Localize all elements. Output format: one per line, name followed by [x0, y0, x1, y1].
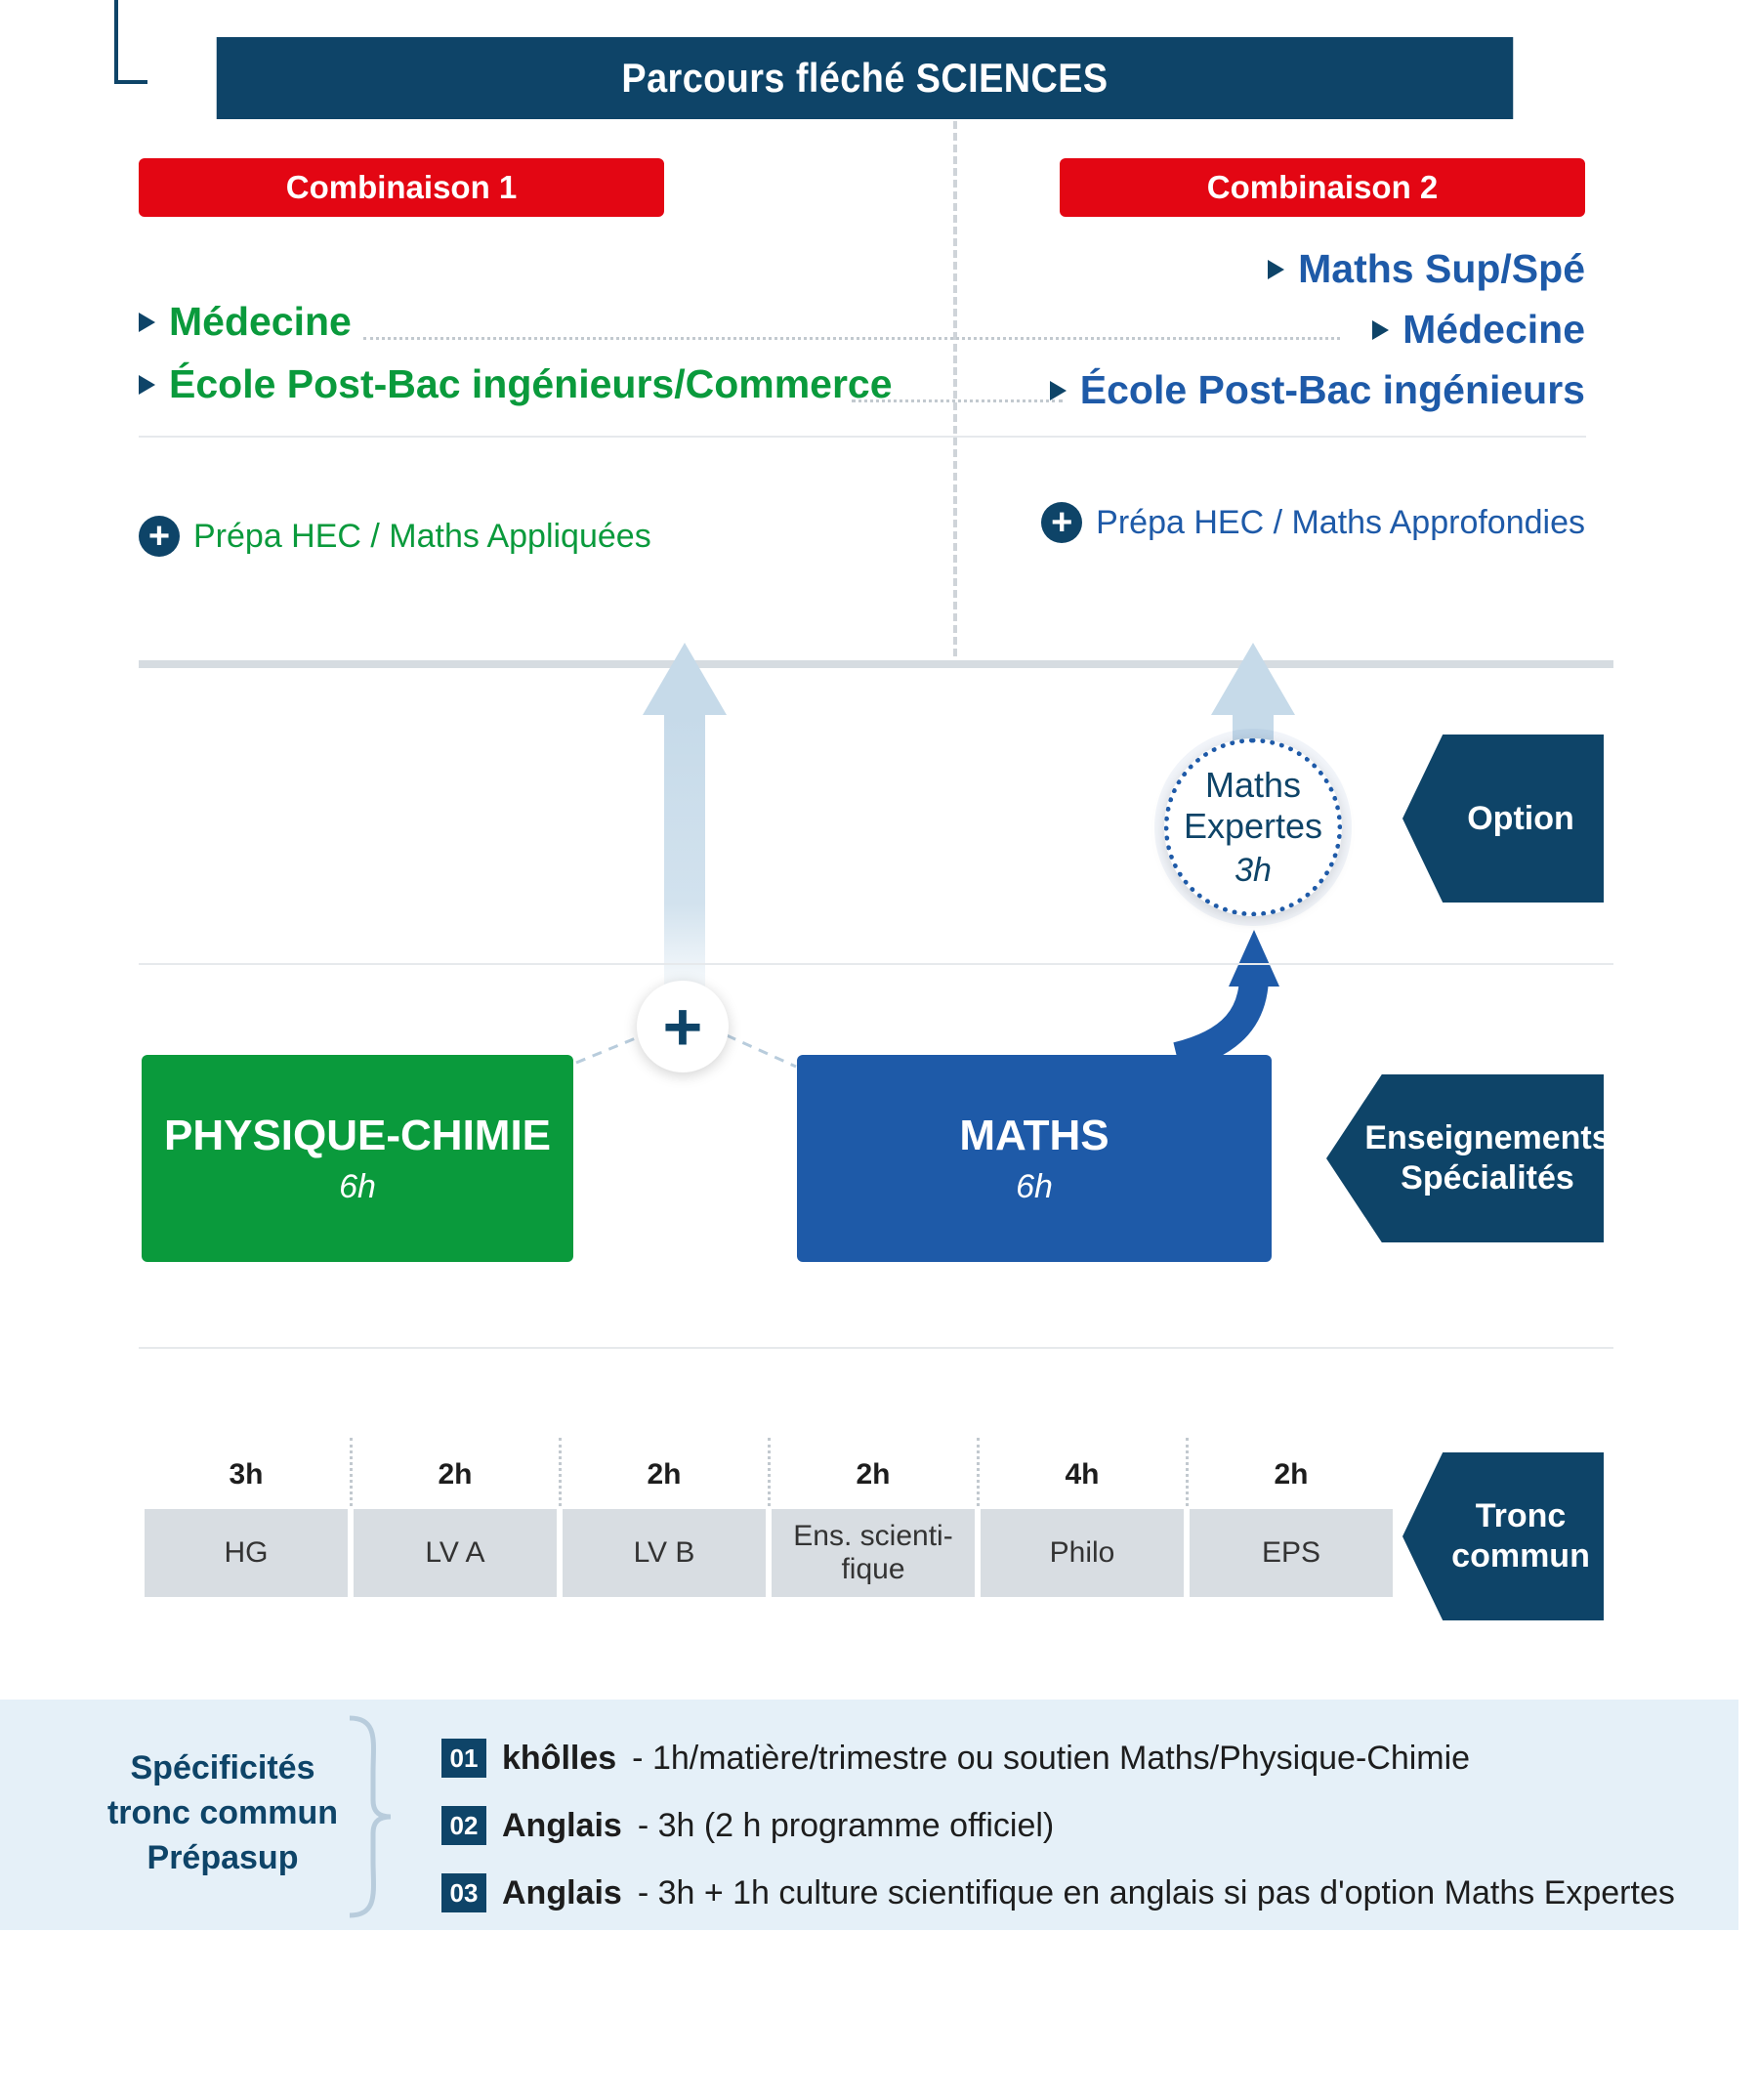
column-separator [1186, 1438, 1189, 1506]
prepa-hec-appliquees: + Prépa HEC / Maths Appliquées [139, 516, 651, 557]
plus-icon: + [637, 981, 729, 1072]
tag-tronc-line2: commun [1451, 1537, 1590, 1575]
column-separator [350, 1438, 353, 1506]
speciality-physique-chimie: PHYSIQUE-CHIMIE 6h [142, 1055, 573, 1262]
column-separator [977, 1438, 980, 1506]
option-name-line1: Maths [1204, 765, 1302, 806]
speciality-hours: 6h [339, 1167, 376, 1205]
option-separator [139, 963, 1613, 965]
hours-eps: 2h [1274, 1458, 1309, 1491]
option-name-line2: Expertes [1183, 805, 1323, 846]
corner-bracket [114, 0, 147, 84]
arrow-bullet-icon [1268, 259, 1285, 279]
destination-ecole-ingenieurs: École Post-Bac ingénieurs [1049, 367, 1585, 413]
specificites-title: Spécificités tronc commun Prépasup [98, 1746, 348, 1881]
item-number: 02 [441, 1806, 486, 1845]
item-text: - 3h + 1h culture scientifique en anglai… [637, 1873, 1675, 1911]
specificites-band [0, 1700, 1738, 1930]
speciality-hours: 6h [1016, 1167, 1053, 1205]
arrow-maths-to-option [1173, 930, 1279, 1071]
curly-brace-icon [349, 1715, 392, 1918]
destination-label: Médecine [1402, 307, 1585, 352]
subject-philo: Philo [981, 1509, 1184, 1597]
prepa-label: Prépa HEC / Maths Approfondies [1096, 503, 1585, 541]
destinations-separator [139, 436, 1586, 438]
hours-lva: 2h [438, 1458, 473, 1491]
destinations-rail [139, 660, 1613, 668]
item-text: - 3h (2 h programme officiel) [637, 1806, 1055, 1844]
arrow-bullet-icon [139, 374, 155, 395]
hours-lvb: 2h [647, 1458, 682, 1491]
item-bold-label: khôlles [502, 1739, 617, 1777]
dotted-connector [363, 337, 1340, 340]
specificite-item-1: 01 khôlles - 1h/matière/trimestre ou sou… [441, 1739, 1470, 1778]
destination-label: École Post-Bac ingénieurs/Commerce [169, 361, 893, 406]
tag-option: Option [1402, 735, 1604, 903]
arrows-layer [575, 643, 1295, 1071]
specificites-title-line: Prépasup [146, 1838, 299, 1876]
hours-ens-scientifique: 2h [856, 1458, 891, 1491]
arrow-bullet-icon [139, 312, 155, 332]
item-bold-label: Anglais [502, 1806, 622, 1844]
column-separator [559, 1438, 562, 1506]
dotted-connector [852, 399, 1063, 402]
option-hours: 3h [1235, 851, 1272, 889]
speciality-maths: MATHS 6h [797, 1055, 1272, 1262]
specificite-item-3: 03 Anglais - 3h + 1h culture scientifiqu… [441, 1873, 1675, 1912]
arrow-up-combination-1 [643, 643, 727, 1006]
subject-line: fique [841, 1553, 905, 1585]
subject-eps: EPS [1190, 1509, 1393, 1597]
tag-specialites-line2: Spécialités [1401, 1159, 1574, 1197]
destination-medecine-2: Médecine [1372, 307, 1585, 353]
destination-label: École Post-Bac ingénieurs [1079, 367, 1585, 412]
plus-circle-icon: + [139, 516, 180, 557]
destination-label: Maths Sup/Spé [1298, 246, 1585, 291]
destination-label: Médecine [169, 299, 352, 344]
speciality-name: MATHS [959, 1111, 1109, 1159]
item-number: 01 [441, 1739, 486, 1778]
speciality-name: PHYSIQUE-CHIMIE [163, 1111, 552, 1159]
destination-ecole-commerce: École Post-Bac ingénieurs/Commerce [139, 361, 893, 407]
plus-circle-icon: + [1041, 502, 1083, 543]
tag-tronc-line1: Tronc [1475, 1497, 1567, 1535]
subject-hg: HG [145, 1509, 348, 1597]
tag-enseignements-specialites: Enseignements Spécialités [1326, 1074, 1604, 1242]
subject-line: Ens. scienti- [793, 1519, 953, 1552]
subject-lvb: LV B [563, 1509, 766, 1597]
item-bold-label: Anglais [502, 1873, 622, 1911]
option-maths-expertes: Maths Expertes 3h [1164, 738, 1342, 916]
specificites-title-line: Spécificités [130, 1749, 315, 1786]
tag-specialites-line1: Enseignements [1364, 1119, 1611, 1157]
tag-option-label: Option [1467, 799, 1574, 837]
specialites-separator [139, 1347, 1613, 1349]
combination-2-header: Combinaison 2 [1060, 158, 1585, 217]
subject-lva: LV A [354, 1509, 557, 1597]
prepa-hec-approfondies: + Prépa HEC / Maths Approfondies [1041, 502, 1585, 543]
specificite-item-2: 02 Anglais - 3h (2 h programme officiel) [441, 1806, 1054, 1845]
page-title: Parcours fléché SCIENCES [216, 37, 1514, 119]
destination-maths-sup-spe: Maths Sup/Spé [1268, 246, 1585, 292]
specificites-title-line: tronc commun [106, 1793, 339, 1831]
column-separator [768, 1438, 771, 1506]
item-text: - 1h/matière/trimestre ou soutien Maths/… [632, 1739, 1471, 1777]
combination-1-header: Combinaison 1 [139, 158, 664, 217]
destination-medecine-1: Médecine [139, 299, 352, 345]
tag-tronc-commun: Tronc commun [1402, 1452, 1604, 1620]
plus-connectors [575, 1033, 797, 1069]
prepa-label: Prépa HEC / Maths Appliquées [193, 517, 651, 555]
column-divider [953, 121, 957, 668]
subject-ens-scientifique: Ens. scienti- fique [772, 1509, 975, 1597]
hours-philo: 4h [1065, 1458, 1100, 1491]
arrow-bullet-icon [1372, 319, 1390, 340]
item-number: 03 [441, 1873, 486, 1912]
hours-hg: 3h [229, 1458, 264, 1491]
arrow-bullet-icon [1049, 380, 1067, 400]
